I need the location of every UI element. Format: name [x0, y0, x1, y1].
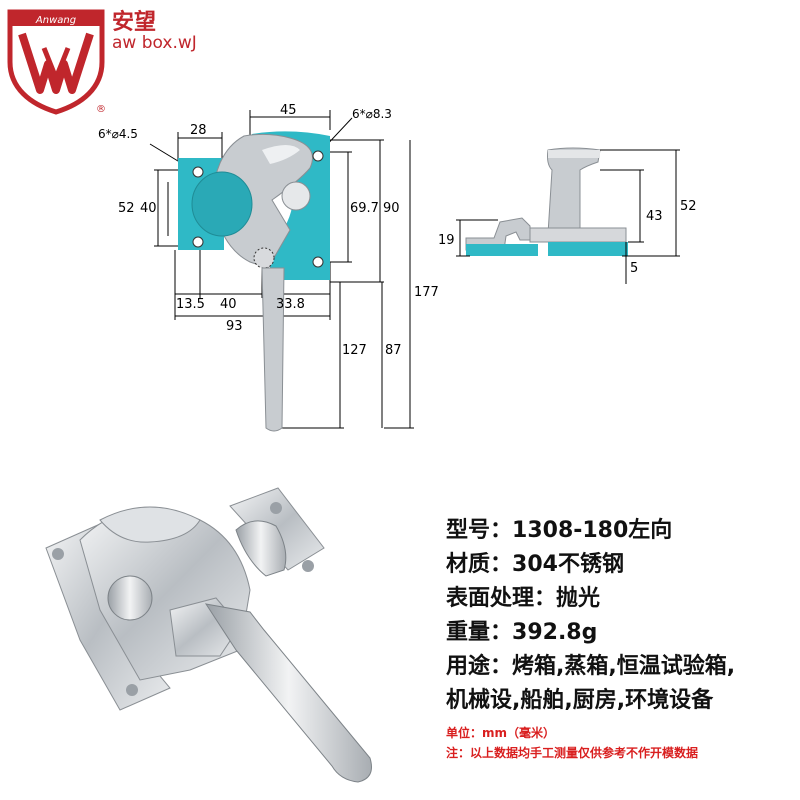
dim-127: 127	[342, 343, 367, 358]
brand-name-en: aw box.wJ	[112, 33, 197, 53]
logo-text: Anwang	[35, 15, 76, 26]
spec-model: 型号：1308-180左向	[446, 512, 672, 544]
hole-small-label: 6*⌀4.5	[98, 127, 138, 141]
dim-177: 177	[414, 285, 439, 300]
side-dim-5: 5	[630, 261, 638, 276]
spec-usage: 用途：烤箱,蒸箱,恒温试验箱,	[446, 648, 735, 680]
spec-label: 用途：	[446, 654, 513, 679]
dim-90: 90	[383, 201, 400, 216]
spec-value: 机械设,船舶,厨房,环境设备	[446, 688, 714, 713]
spec-value: 抛光	[556, 586, 601, 611]
side-dim-19: 19	[438, 233, 455, 248]
spec-value: 1308-180左向	[512, 518, 673, 543]
dim-69-7: 69.7	[350, 201, 379, 216]
side-dim-52: 52	[680, 199, 697, 214]
dim-13-5: 13.5	[176, 297, 205, 312]
spec-value: 烤箱,蒸箱,恒温试验箱,	[512, 654, 736, 679]
side-dim-43: 43	[646, 209, 663, 224]
dim-45: 45	[280, 103, 297, 118]
spec-material: 材质：304不锈钢	[446, 546, 624, 578]
dim-28: 28	[190, 123, 207, 138]
unit-note: 单位：mm（毫米）	[446, 726, 556, 740]
spec-finish: 表面处理：抛光	[446, 580, 600, 612]
side-view-drawing: 19 43 52 5	[438, 147, 697, 284]
spec-value: 304不锈钢	[512, 552, 624, 577]
front-view-drawing: 28 45 6*⌀4.5 6*⌀8.3 52 40 69.7 90 177 13…	[98, 103, 697, 432]
spec-label: 材质：	[446, 552, 513, 577]
dim-93: 93	[226, 319, 243, 334]
spec-weight: 重量：392.8g	[446, 614, 597, 646]
spec-label: 型号：	[446, 518, 513, 543]
spec-usage-cont: 机械设,船舶,厨房,环境设备	[446, 682, 713, 714]
brand-name-cn: 安望	[112, 10, 157, 35]
dim-40-vertical: 40	[140, 201, 157, 216]
dim-33-8: 33.8	[276, 297, 305, 312]
spec-label: 表面处理：	[446, 586, 557, 611]
product-photo	[45, 487, 372, 783]
dim-52: 52	[118, 201, 135, 216]
spec-label: 重量：	[446, 620, 513, 645]
hole-large-label: 6*⌀8.3	[352, 107, 392, 121]
anwang-logo: Anwang ®	[7, 9, 106, 115]
dim-40-horizontal: 40	[220, 297, 237, 312]
spec-value: 392.8g	[512, 620, 598, 645]
disclaimer-note: 注：以上数据均手工测量仅供参考不作开模数据	[446, 746, 699, 760]
dim-87: 87	[385, 343, 402, 358]
registered-mark: ®	[96, 104, 106, 115]
